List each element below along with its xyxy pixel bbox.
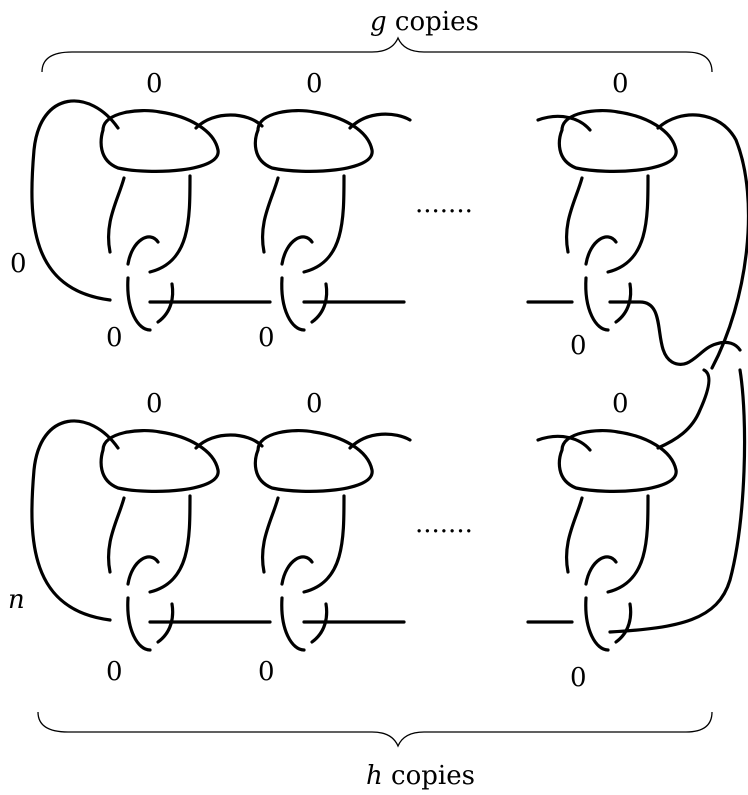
framing-left-top: 0 [10, 249, 27, 279]
ellipsis-bottom: ....... [415, 509, 473, 539]
ellipsis-top: ....... [415, 189, 473, 219]
framing-bottom-meridian-2: 0 [258, 657, 275, 687]
framing-bottom-meridian-3: 0 [570, 663, 587, 693]
framing-bottom-meridian-1: 0 [106, 657, 123, 687]
framing-top-1: 0 [146, 69, 163, 99]
framing-bottom-2: 0 [306, 389, 323, 419]
framing-top-meridian-3: 0 [570, 331, 587, 361]
framing-left-bottom: n [8, 585, 25, 615]
top-brace-label: g copies [370, 7, 479, 37]
bottom-brace-label: h copies [366, 761, 475, 791]
framing-top-3: 0 [612, 69, 629, 99]
framing-top-meridian-2: 0 [258, 323, 275, 353]
framing-bottom-3: 0 [612, 389, 629, 419]
framing-bottom-1: 0 [146, 389, 163, 419]
framing-top-meridian-1: 0 [106, 323, 123, 353]
bottom-brace [37, 711, 713, 748]
framing-top-2: 0 [306, 69, 323, 99]
top-brace [41, 36, 713, 73]
bottom-row [30, 340, 747, 652]
top-row [30, 99, 748, 370]
